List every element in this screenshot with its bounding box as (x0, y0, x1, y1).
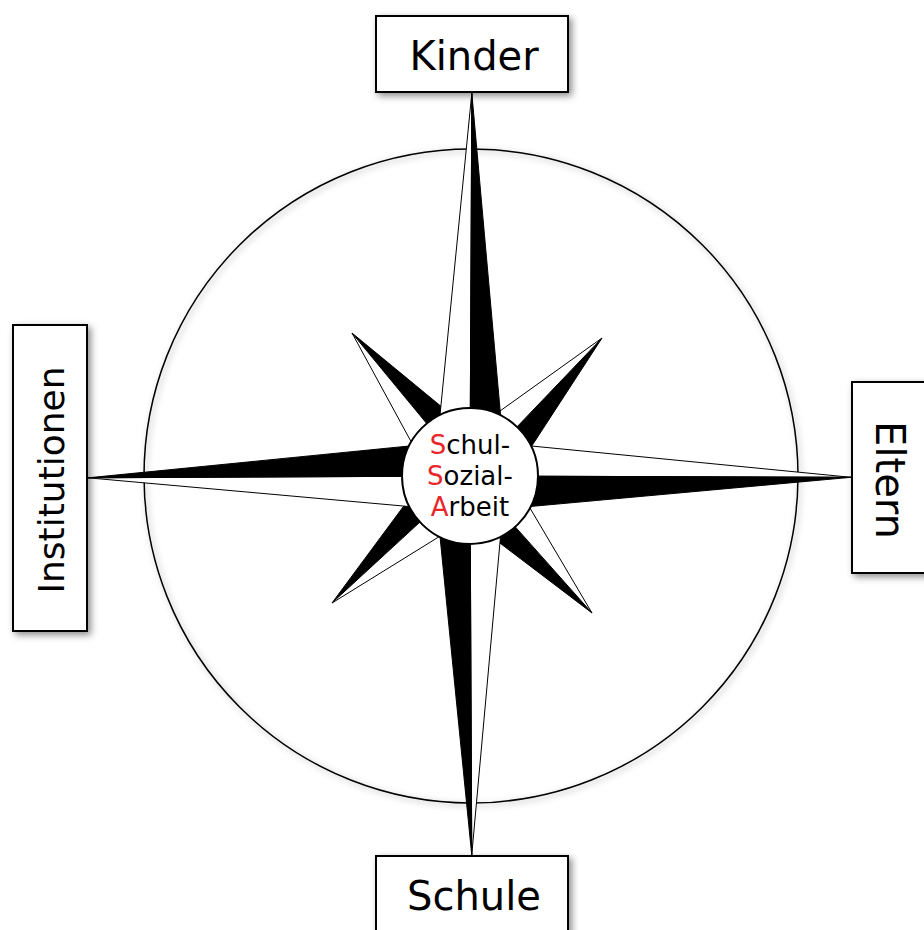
center-circle: Schul- Sozial- Arbeit (400, 406, 540, 546)
stakeholder-box: Eltern (851, 381, 924, 574)
text-line: Arbeit (427, 492, 513, 523)
word-rest: chul- (446, 430, 510, 460)
initial-letter: A (431, 492, 449, 522)
initial-letter: S (430, 430, 447, 460)
box-label: Kinder (409, 32, 538, 80)
center-label: Schul- Sozial- Arbeit (427, 430, 513, 523)
text-line: Sozial- (427, 461, 513, 492)
box-label: Eltern (866, 421, 914, 539)
text-line: Schul- (427, 430, 513, 461)
box-label: Institutionen (30, 366, 73, 593)
circle-shape (402, 408, 538, 544)
word-rest: ozial- (444, 461, 513, 491)
stakeholder-box: Institutionen (12, 324, 88, 632)
initial-letter: S (427, 461, 444, 491)
stakeholder-box: Kinder (375, 15, 569, 93)
word-rest: rbeit (449, 492, 510, 522)
box-label: Schule (407, 872, 541, 920)
stakeholder-box: Schule (375, 855, 569, 930)
